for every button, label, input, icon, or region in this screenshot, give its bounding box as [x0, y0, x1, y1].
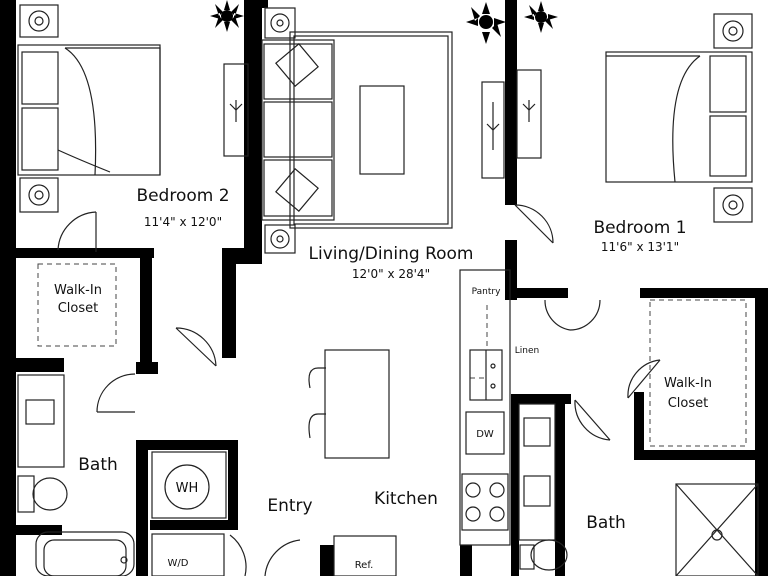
- dresser-bedroom-2: [223, 63, 249, 157]
- living-room-dims: 12'0" x 28'4": [352, 267, 430, 281]
- tv-console: [481, 81, 505, 179]
- bedroom-1-name: Bedroom 1: [593, 218, 686, 238]
- bath-right-fixtures: [518, 403, 759, 576]
- bath-right-name: Bath: [586, 513, 626, 533]
- walk-in-closet-right-line1: Walk-In: [664, 376, 712, 391]
- walk-in-closet-left-line1: Walk-In: [54, 283, 102, 298]
- rug: [289, 31, 453, 229]
- plant-icon: [210, 0, 244, 32]
- refrigerator-label: Ref.: [355, 560, 374, 571]
- living-room-name: Living/Dining Room: [309, 244, 474, 264]
- dresser-bedroom-1: [516, 69, 542, 159]
- pantry-label: Pantry: [472, 287, 501, 297]
- kitchen-counter: [333, 269, 511, 576]
- washer-dryer: [151, 533, 225, 576]
- lamp-icon: [19, 4, 59, 213]
- doors: [57, 204, 661, 576]
- walk-in-closet-left-line2: Closet: [58, 301, 99, 316]
- side-table-icon: [264, 7, 296, 254]
- dashed-lines: [37, 263, 747, 447]
- lamp-icon: [713, 13, 753, 223]
- bedroom-1-dims: 11'6" x 13'1": [601, 240, 679, 254]
- bath-left-name: Bath: [78, 455, 118, 475]
- kitchen-name: Kitchen: [374, 489, 438, 509]
- dining-table: [308, 349, 390, 459]
- linen-label: Linen: [515, 346, 539, 356]
- sofa: [261, 39, 335, 221]
- bedroom-2-name: Bedroom 2: [136, 186, 229, 206]
- bedroom-2-dims: 11'4" x 12'0": [144, 215, 222, 229]
- bed-bedroom-1: [605, 51, 753, 183]
- bath-left-fixtures: [17, 374, 135, 576]
- dishwasher-label: DW: [476, 429, 494, 440]
- walk-in-closet-right-line2: Closet: [668, 396, 709, 411]
- plant-icon: [466, 2, 506, 44]
- bed-bedroom-2: [17, 44, 161, 176]
- entry-name: Entry: [267, 496, 312, 516]
- water-heater-label: WH: [176, 481, 199, 496]
- plant-icon: [524, 1, 558, 33]
- washer-dryer-label: W/D: [168, 558, 189, 569]
- water-heater: [151, 451, 227, 519]
